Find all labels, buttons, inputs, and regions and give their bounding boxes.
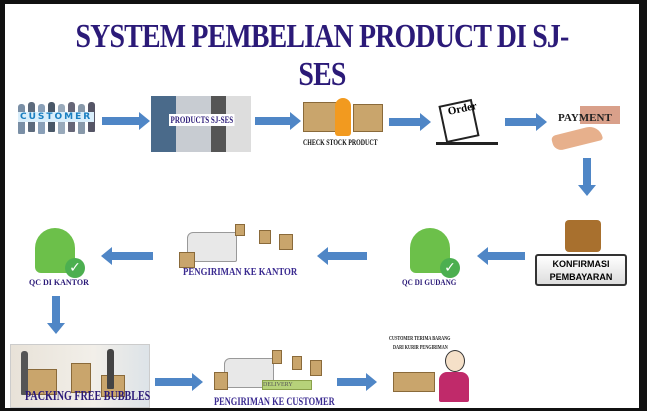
wallet-icon — [565, 220, 601, 252]
terima-line2: DARI KURIR PENGIRIMAN — [393, 345, 448, 351]
step-customer: CUSTOMER — [14, 100, 100, 138]
arrow-right — [102, 112, 150, 130]
step-order: Order — [432, 98, 502, 150]
step-konfirmasi-pembayaran: KONFIRMASI PEMBAYARAN — [533, 218, 629, 288]
arrow-right — [505, 113, 547, 131]
pengiriman-customer-label: PENGIRIMAN KE CUSTOMER — [214, 394, 335, 408]
step-payment: PAYMENT — [550, 106, 630, 152]
packing-label: PACKING FREE BUBBLES — [25, 389, 151, 404]
arrow-left — [317, 247, 367, 265]
step-packing: PACKING FREE BUBBLES — [10, 344, 150, 408]
step-pengiriman-customer: DELIVERY PENGIRIMAN KE CUSTOMER — [208, 350, 335, 410]
qc-kantor-label: QC DI KANTOR — [29, 278, 89, 287]
arrow-down — [578, 158, 596, 196]
step-check-stock: CHECK STOCK PRODUCT — [303, 98, 387, 150]
check-icon: ✓ — [65, 258, 85, 278]
step-qc-gudang: ✓ QC DI GUDANG — [390, 226, 475, 290]
flow-diagram: SYSTEM PEMBELIAN PRODUCT DI SJ-SES CUSTO… — [5, 4, 639, 408]
arrow-left — [477, 247, 525, 265]
payment-label: PAYMENT — [558, 112, 612, 124]
qc-gudang-label: QC DI GUDANG — [402, 278, 457, 287]
check-stock-label: CHECK STOCK PRODUCT — [303, 138, 378, 147]
step-pengiriman-kantor: PENGIRIMAN KE KANTOR — [175, 222, 301, 286]
arrow-right — [389, 113, 431, 131]
konfirmasi-line1: KONFIRMASI — [552, 259, 610, 269]
arrow-right — [155, 373, 203, 391]
step-products: PRODUCTS SJ-SES — [151, 96, 251, 152]
check-icon: ✓ — [440, 258, 460, 278]
terima-line1: CUSTOMER TERIMA BARANG — [389, 336, 451, 342]
step-customer-terima: CUSTOMER TERIMA BARANG DARI KURIR PENGIR… — [385, 336, 480, 406]
konfirmasi-box: KONFIRMASI PEMBAYARAN — [535, 254, 627, 286]
arrow-left — [101, 247, 153, 265]
step-qc-kantor: ✓ QC DI KANTOR — [15, 226, 100, 290]
delivery-ramp: DELIVERY — [262, 380, 312, 390]
pengiriman-kantor-label: PENGIRIMAN KE KANTOR — [183, 266, 298, 278]
products-label: PRODUCTS SJ-SES — [169, 114, 235, 126]
customer-label: CUSTOMER — [18, 112, 95, 122]
arrow-right — [337, 373, 377, 391]
arrow-down — [47, 296, 65, 334]
diagram-title: SYSTEM PEMBELIAN PRODUCT DI SJ-SES — [75, 18, 569, 93]
konfirmasi-line2: PEMBAYARAN — [549, 272, 613, 282]
arrow-right — [255, 112, 301, 130]
